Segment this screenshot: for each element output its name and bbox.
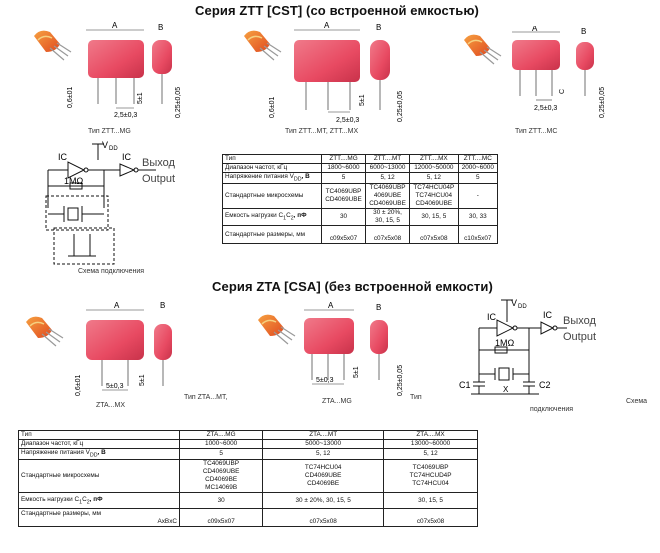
spec-table-ztt: Тип ZTT....MG ZTT....MT ZTT....MX ZTT...… — [222, 154, 499, 245]
svg-text:C: C — [559, 89, 566, 94]
svg-text:B: B — [376, 23, 381, 32]
table-row: Емкость нагрузки C1C2, пФ 30 30 ± 20%, 3… — [222, 208, 499, 227]
svg-text:B: B — [376, 303, 381, 312]
svg-text:0,25±0,05: 0,25±0,05 — [599, 87, 606, 118]
caption-zta-mx: ZTA...MX — [96, 402, 126, 409]
svg-text:B: B — [581, 27, 586, 36]
svg-text:5±0,3: 5±0,3 — [316, 377, 334, 384]
caption-zta-mt: Тип ZTA...MT, — [184, 394, 228, 401]
svg-text:V: V — [511, 298, 517, 308]
table-row: Диапазон частот, кГц 1000~6000 5000~1300… — [18, 439, 478, 449]
caption-type: Тип — [410, 394, 422, 401]
svg-text:A: A — [532, 26, 538, 33]
svg-text:IC: IC — [487, 312, 497, 322]
svg-text:Выход: Выход — [142, 157, 175, 169]
table-row: Стандартные микросхемы TC4069UBP CD4069U… — [222, 183, 499, 210]
svg-text:X: X — [503, 385, 509, 394]
svg-text:2,5±0,3: 2,5±0,3 — [534, 105, 557, 112]
caption-scheme: Схема — [626, 398, 648, 405]
svg-text:2,5±0,3: 2,5±0,3 — [336, 117, 359, 124]
table-row: Стандартные размеры, мм c09x5x07 c07x5x0… — [222, 225, 499, 245]
svg-text:0,25±0,05: 0,25±0,05 — [397, 365, 404, 396]
svg-text:A: A — [112, 21, 118, 30]
svg-text:Output: Output — [563, 331, 596, 343]
section2-title: Серия ZTA [CSA] (без встроенной емкости) — [212, 279, 493, 294]
svg-text:B: B — [160, 301, 165, 310]
svg-text:DD: DD — [109, 146, 118, 152]
caption-mg: Тип ZTT...MG — [88, 128, 131, 135]
table-row: Стандартные микросхемы TC4069UBP CD4069U… — [18, 459, 478, 494]
caption-connection: подключения — [530, 406, 574, 413]
svg-text:IC: IC — [58, 152, 68, 162]
caption-zta-mg: ZTA...MG — [322, 398, 352, 405]
svg-text:5±1: 5±1 — [359, 94, 366, 106]
svg-text:1MΩ: 1MΩ — [64, 176, 84, 186]
svg-text:5±1: 5±1 — [353, 366, 360, 378]
table-row: Напряжение питания VDD, В 5 5, 12 5, 12 — [18, 447, 478, 461]
svg-text:B: B — [158, 23, 163, 32]
svg-text:5±1: 5±1 — [137, 92, 144, 104]
component-drawing-mg: A 0,6±01 5±1 2,5±0,3 B 0,25±0,05 — [33, 21, 182, 119]
svg-text:A: A — [328, 301, 334, 310]
component-drawing-mc: A C 2,5±0,3 B 0,25±0,05 — [463, 26, 606, 118]
svg-text:0,6±01: 0,6±01 — [75, 375, 82, 396]
table-row: Тип ZTA....MG ZTA....MT ZTA....MX — [18, 430, 478, 440]
svg-text:2,5±0,3: 2,5±0,3 — [114, 112, 137, 119]
svg-text:IC: IC — [543, 310, 553, 320]
circuit-caption-1: Схема подключения — [78, 268, 145, 275]
svg-text:1MΩ: 1MΩ — [495, 338, 515, 348]
section1-title: Серия ZTT [CST] (со встроенной емкостью) — [195, 3, 479, 18]
svg-text:A: A — [114, 301, 120, 310]
svg-text:5±0,3: 5±0,3 — [106, 383, 124, 390]
svg-text:IC: IC — [122, 152, 132, 162]
spec-table-zta: Тип ZTA....MG ZTA....MT ZTA....MX Диапаз… — [18, 430, 478, 528]
caption-mt-mx: Тип ZTT...MT, ZTT...MX — [285, 128, 359, 135]
table-row: Диапазон частот, кГц 1800~6000 6000~1300… — [222, 163, 499, 173]
svg-text:V: V — [102, 140, 108, 150]
circuit-diagram-1: V DD IC IC 1MΩ Выход Output — [45, 140, 175, 265]
svg-text:C1: C1 — [459, 380, 471, 390]
caption-mc: Тип ZTT...MC — [515, 128, 558, 135]
table-row: Емкость нагрузки C1C2, пФ 30 30 ± 20%, 3… — [18, 492, 478, 510]
svg-text:Выход: Выход — [563, 315, 596, 327]
svg-text:5±1: 5±1 — [139, 374, 146, 386]
component-drawing-zta-mg: A 5±1 5±0,3 B 0,25±0,05 — [257, 301, 404, 396]
svg-text:0,6±01: 0,6±01 — [269, 97, 276, 118]
table-row: Напряжение питания VDD, В 5 5, 12 5, 12 … — [222, 171, 499, 185]
component-drawing-mt-mx: A A 0,6±01 5±1 2,5±0,3 B 0,25±0,05 — [243, 21, 404, 124]
svg-text:Output: Output — [142, 173, 175, 185]
circuit-diagram-2: V DD IC IC 1MΩ X C1 C2 Выход Output — [459, 298, 596, 395]
svg-text:DD: DD — [518, 304, 527, 310]
svg-text:C2: C2 — [539, 380, 551, 390]
component-drawing-zta-mx: A 0,6±01 5±1 5±0,3 B — [25, 301, 172, 396]
svg-text:A: A — [324, 21, 330, 30]
svg-text:0,25±0,05: 0,25±0,05 — [175, 87, 182, 118]
svg-text:0,6±01: 0,6±01 — [67, 87, 74, 108]
table-row: Тип ZTT....MG ZTT....MT ZTT....MX ZTT...… — [222, 154, 499, 164]
svg-text:0,25±0,05: 0,25±0,05 — [397, 91, 404, 122]
